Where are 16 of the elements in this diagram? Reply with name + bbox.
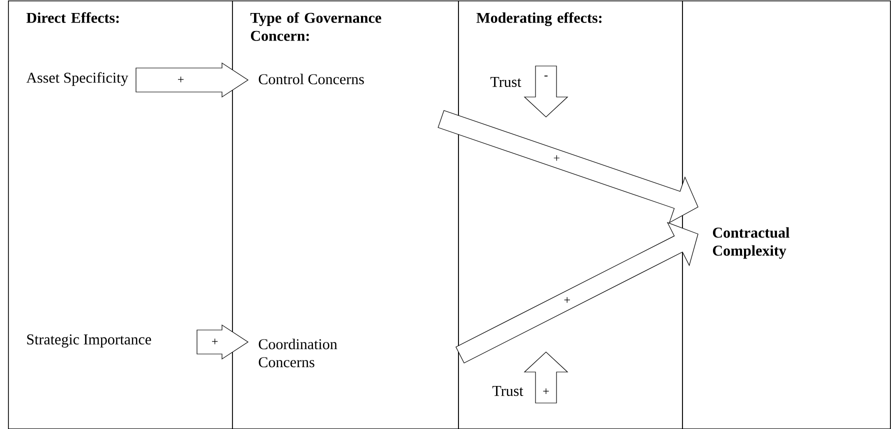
- block-arrow: [524, 352, 568, 404]
- node-text: Trust: [492, 386, 524, 396]
- node-text: Control Concerns: [258, 74, 364, 84]
- block-arrow: [524, 66, 568, 118]
- node-text: Contractual Complexity: [712, 227, 790, 259]
- node-text: Strategic Importance: [27, 334, 152, 348]
- edge-label: +: [563, 296, 571, 304]
- block-arrow: [136, 62, 249, 98]
- node-text: Asset Specificity: [26, 72, 128, 86]
- node-text: Coordination Concerns: [258, 338, 338, 368]
- node-text: Trust: [490, 77, 522, 87]
- block-arrow: [456, 222, 698, 364]
- block-arrow: [438, 110, 698, 224]
- edge-label: -: [544, 75, 548, 80]
- column-band: [682, 0, 891, 429]
- block-arrow: [196, 324, 249, 360]
